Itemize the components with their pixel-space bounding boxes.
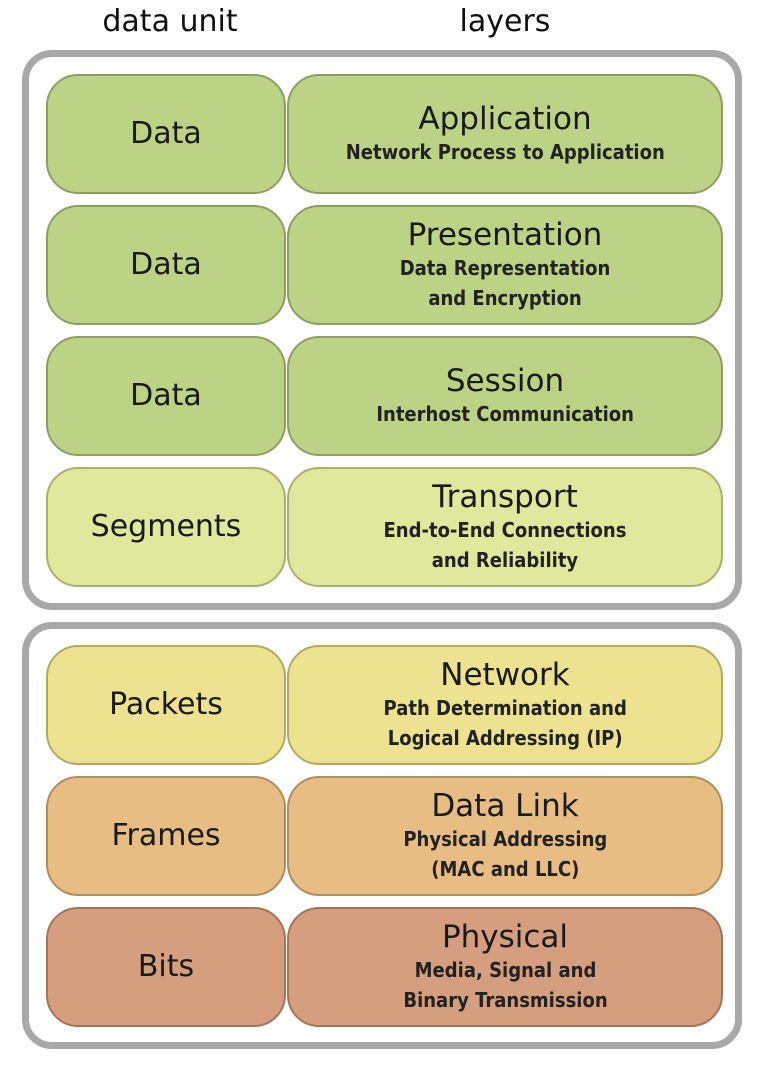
layer-description: Physical Addressing (MAC and LLC) — [403, 827, 607, 881]
layer-description: Data Representation and Encryption — [399, 256, 611, 310]
data-unit-application: Data — [46, 74, 286, 194]
layer-data-link: Data Link Physical Addressing (MAC and L… — [287, 776, 723, 896]
data-unit-network: Packets — [46, 645, 286, 765]
data-unit-physical: Bits — [46, 907, 286, 1027]
layer-name: Presentation — [407, 217, 603, 253]
data-unit-presentation: Data — [46, 205, 286, 325]
layer-name: Network — [440, 657, 570, 693]
layer-description: Network Process to Application — [345, 140, 665, 164]
layer-name: Physical — [441, 919, 569, 955]
layer-session: Session Interhost Communication — [287, 336, 723, 456]
data-unit-label: Data — [130, 116, 202, 151]
layer-description: Media, Signal and Binary Transmission — [402, 958, 608, 1012]
data-unit-header: data unit — [102, 4, 238, 39]
data-unit-label: Data — [130, 247, 202, 282]
data-unit-label: Frames — [111, 818, 221, 853]
data-unit-label: Data — [130, 378, 202, 413]
data-unit-label: Segments — [90, 509, 242, 544]
data-unit-data-link: Frames — [46, 776, 286, 896]
data-unit-transport: Segments — [46, 467, 286, 587]
layers-header: layers — [459, 4, 551, 39]
layer-network: Network Path Determination and Logical A… — [287, 645, 723, 765]
layer-name: Session — [445, 363, 565, 399]
layer-description: End-to-End Connections and Reliability — [383, 518, 627, 572]
data-unit-session: Data — [46, 336, 286, 456]
layer-description: Path Determination and Logical Addressin… — [383, 696, 627, 750]
layer-description: Interhost Communication — [376, 402, 634, 426]
data-unit-label: Packets — [109, 687, 223, 722]
layer-transport: Transport End-to-End Connections and Rel… — [287, 467, 723, 587]
data-unit-label: Bits — [137, 949, 195, 984]
layer-application: Application Network Process to Applicati… — [287, 74, 723, 194]
layer-name: Data Link — [431, 788, 579, 824]
layer-name: Transport — [432, 479, 578, 515]
layer-presentation: Presentation Data Representation and Enc… — [287, 205, 723, 325]
layer-physical: Physical Media, Signal and Binary Transm… — [287, 907, 723, 1027]
layer-name: Application — [418, 101, 592, 137]
